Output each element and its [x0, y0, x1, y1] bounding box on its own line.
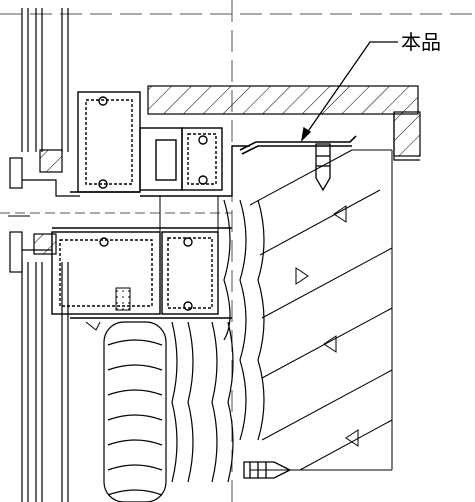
anchor-bolt: [243, 461, 292, 479]
product-flashing: [239, 135, 357, 155]
lower-frame-profile: [51, 227, 232, 319]
slanted-panel: [249, 149, 393, 471]
top-anchor: [315, 143, 331, 192]
callout-leader: [301, 41, 398, 142]
glass-panes: [21, 8, 69, 502]
misc-details: [85, 196, 219, 331]
insulation-batts: [103, 199, 265, 502]
upper-frame-profile: [70, 91, 250, 197]
hatched-wall: [147, 85, 421, 161]
callout-label: 本品: [401, 30, 441, 54]
sealing-gaskets: [8, 149, 80, 273]
